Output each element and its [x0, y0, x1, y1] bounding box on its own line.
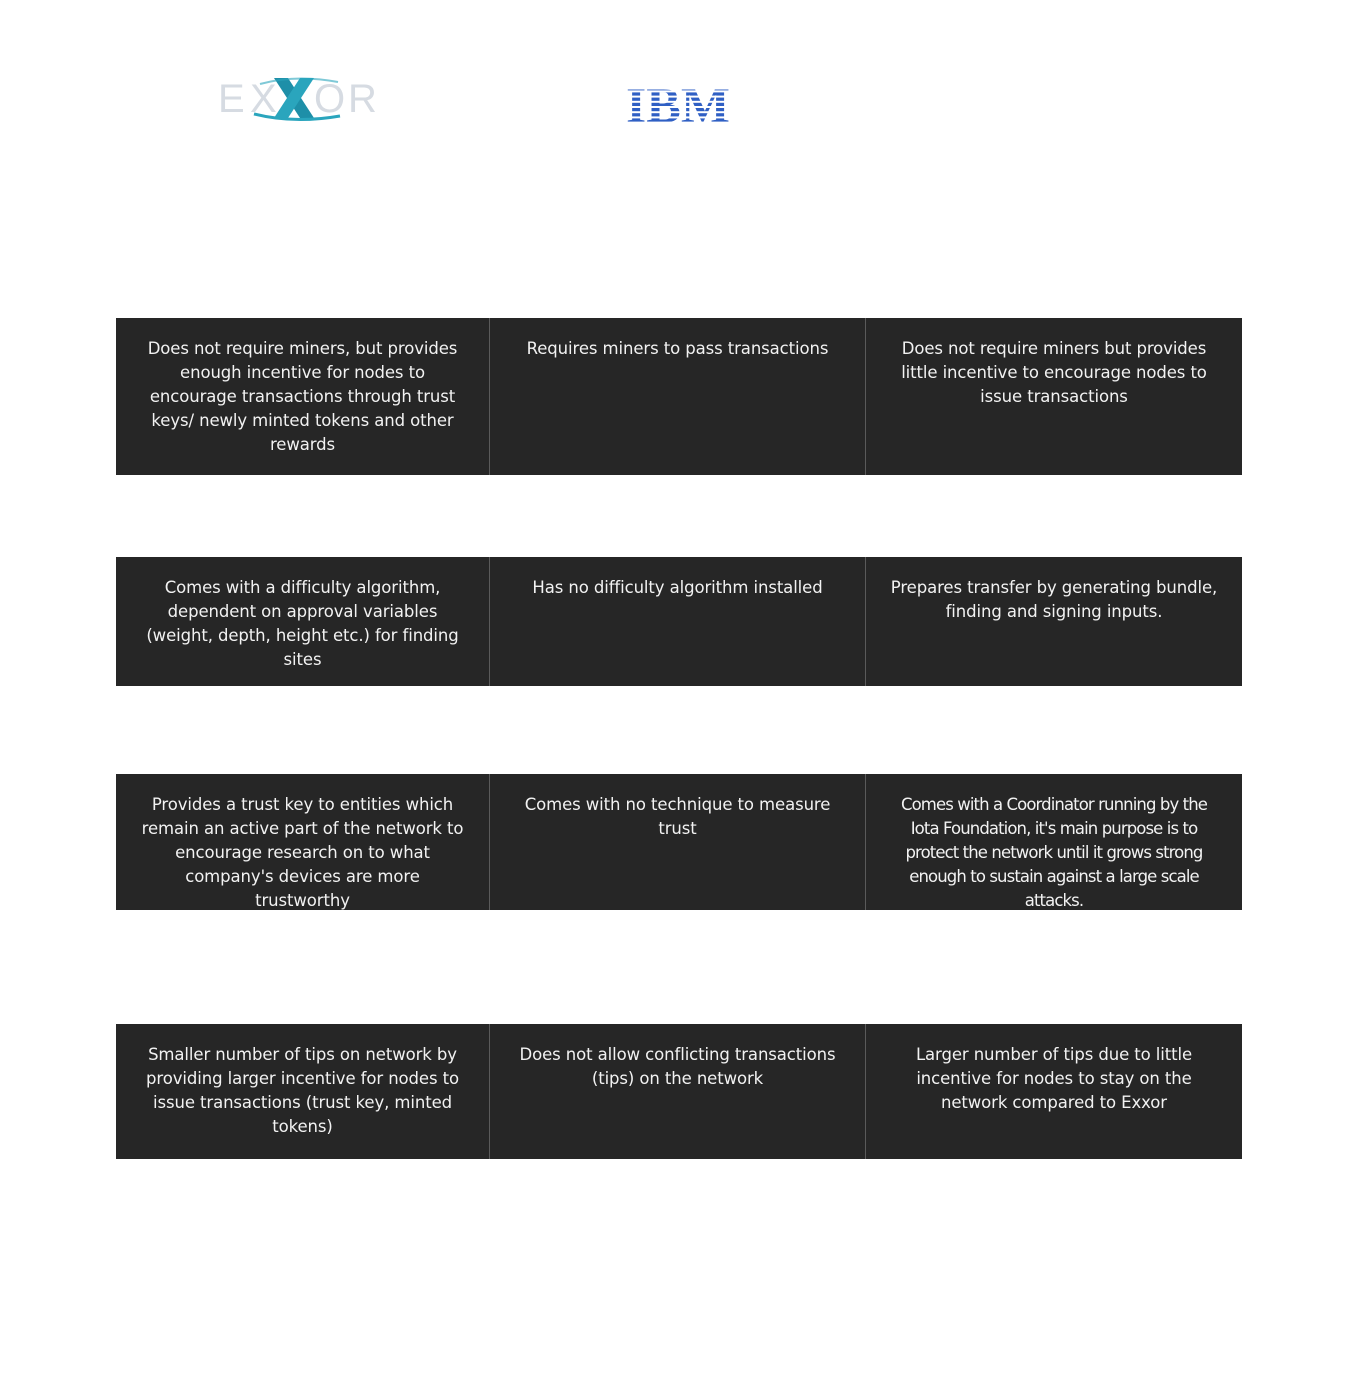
comparison-row-3: Provides a trust key to entities which r… — [116, 774, 1242, 910]
exxor-logo-graphic: E X O R — [218, 77, 377, 122]
svg-text:E: E — [218, 77, 249, 121]
comparison-row-1: Does not require miners, but provides en… — [116, 318, 1242, 475]
comparison-row-4: Smaller number of tips on network by pro… — [116, 1024, 1242, 1159]
exxor-cell: Provides a trust key to entities which r… — [141, 795, 464, 910]
right-cell: Prepares transfer by generating bundle, … — [865, 557, 1242, 686]
exxor-cell: Smaller number of tips on network by pro… — [146, 1045, 459, 1136]
ibm-logo: IBM — [626, 80, 732, 124]
svg-text:O: O — [314, 77, 345, 121]
middle-cell: Comes with no technique to measure trust — [489, 774, 865, 910]
middle-cell: Has no difficulty algorithm installed — [489, 557, 865, 686]
ibm-logo-graphic: IBM — [626, 82, 730, 122]
middle-cell: Requires miners to pass transactions — [489, 318, 865, 475]
exxor-logo: E X O R — [216, 74, 378, 124]
exxor-x-mark — [253, 77, 341, 122]
exxor-cell: Does not require miners, but provides en… — [147, 339, 458, 454]
right-cell: Comes with a Coordinator running by the … — [865, 774, 1242, 910]
right-cell: Larger number of tips due to little ince… — [865, 1024, 1242, 1159]
middle-cell: Does not allow conflicting transactions … — [489, 1024, 865, 1159]
comparison-row-2: Comes with a difficulty algorithm, depen… — [116, 557, 1242, 686]
exxor-cell: Comes with a difficulty algorithm, depen… — [146, 578, 459, 669]
svg-text:R: R — [348, 77, 377, 121]
right-cell: Does not require miners but provides lit… — [865, 318, 1242, 475]
